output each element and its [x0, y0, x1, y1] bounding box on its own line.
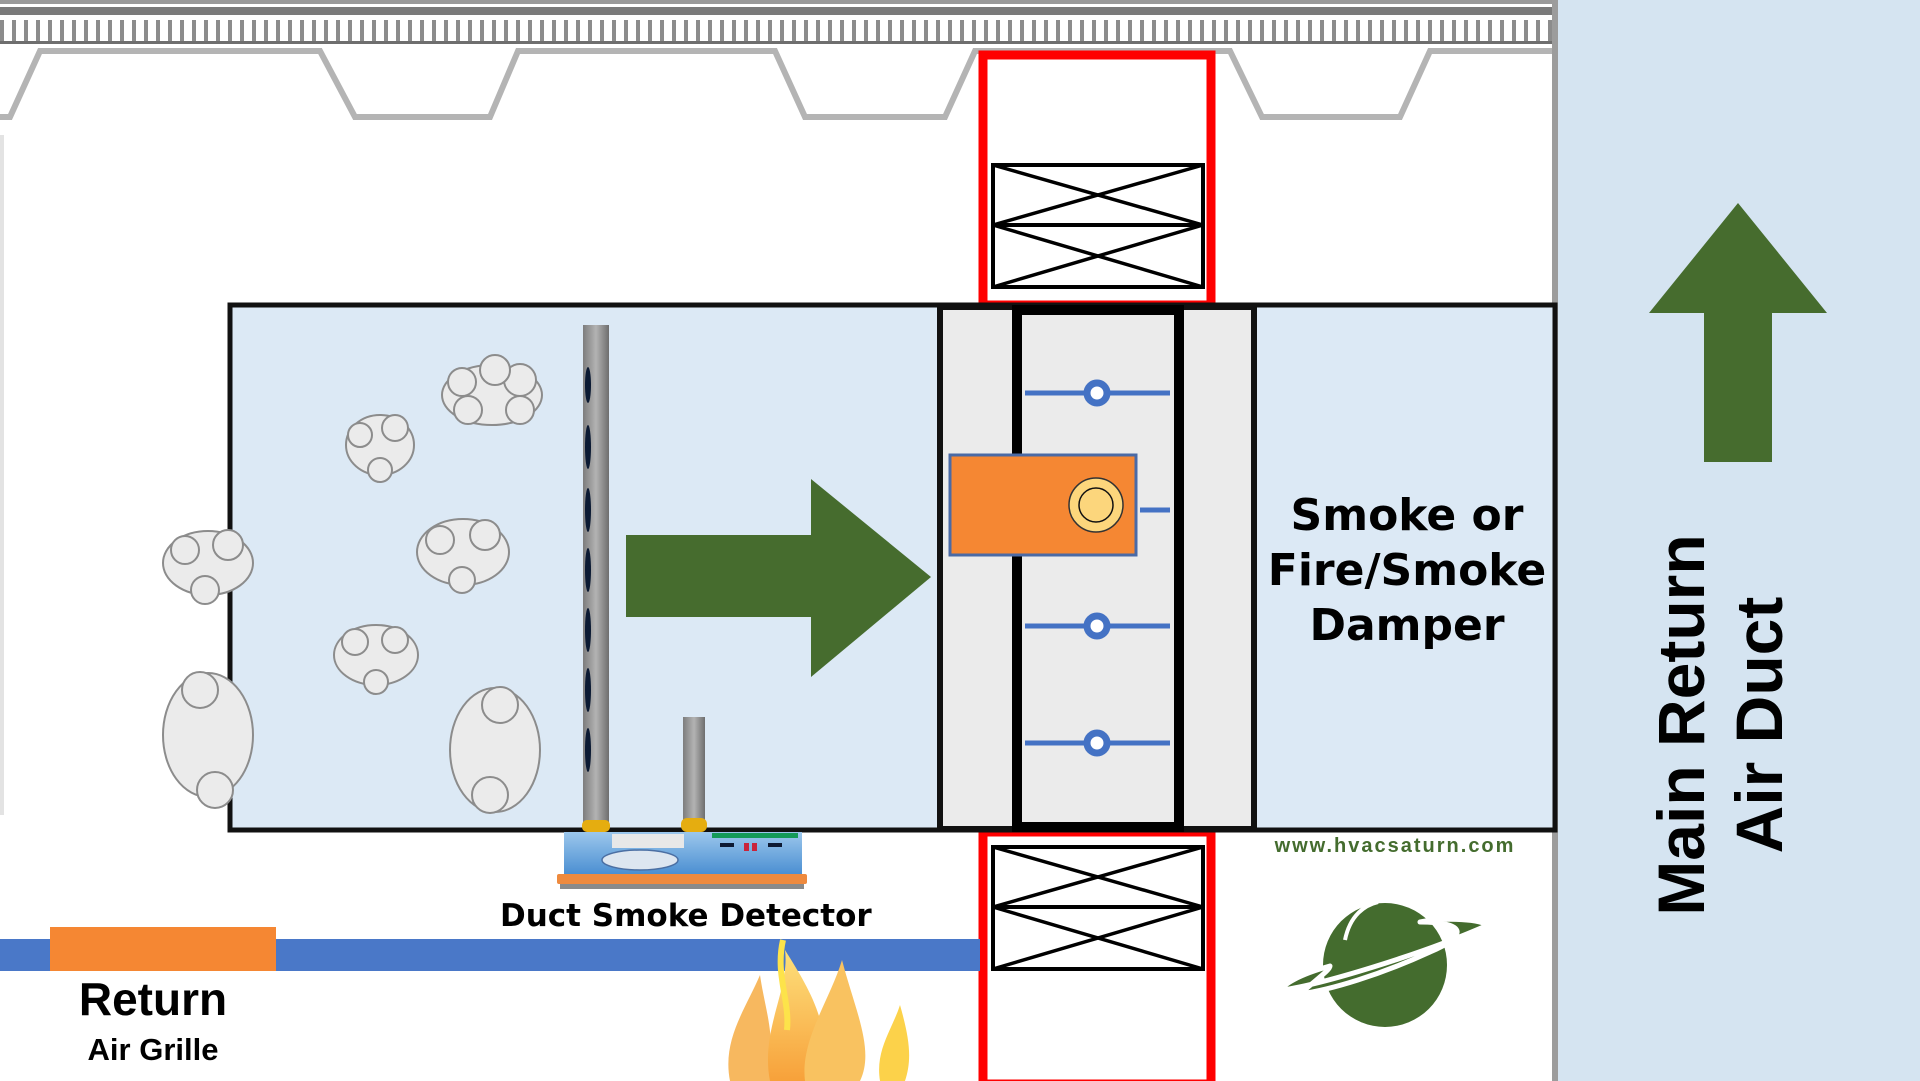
- detector-label-backdrop: [450, 894, 880, 938]
- smoke-cloud-icon: [162, 671, 254, 809]
- main-duct-label-line: Air Duct: [1722, 596, 1796, 854]
- main-duct-label-text: Main Return Air Duct: [1642, 534, 1798, 915]
- website-label: www.hvacsaturn.com: [1274, 835, 1516, 857]
- left-wall-edge: [0, 135, 4, 815]
- sampling-tube: [582, 325, 610, 832]
- smoke-cloud-icon: [449, 686, 541, 814]
- main-duct-label-line: Main Return: [1644, 534, 1718, 916]
- fire-barrier-lower: [978, 827, 1216, 1081]
- duct-smoke-detector: [557, 832, 807, 889]
- damper-label: Smoke or Fire/Smoke Damper: [1262, 488, 1552, 653]
- arrow-right-icon: [626, 479, 931, 677]
- damper-label-line: Damper: [1309, 600, 1505, 651]
- fire-barrier-upper: [978, 50, 1216, 310]
- damper-actuator: [948, 453, 1138, 557]
- air-grille-label: Air Grille: [87, 1032, 219, 1067]
- smoke-cloud-icon: [162, 529, 254, 605]
- arrow-up-icon: [1649, 203, 1827, 462]
- damper-label-line: Smoke or: [1290, 490, 1524, 541]
- exhaust-tube: [681, 717, 707, 832]
- deck-profile: [0, 48, 1555, 120]
- smoke-cloud-icon: [333, 624, 419, 695]
- ceiling-deck: [0, 0, 1555, 120]
- return-label: Return: [78, 973, 228, 1025]
- saturn-planet-icon: [1279, 900, 1491, 1027]
- return-air-grille: [50, 927, 276, 971]
- smoke-clouds: [162, 354, 543, 814]
- smoke-damper: [937, 304, 1257, 832]
- flame-icon: [728, 939, 910, 1081]
- damper-label-line: Fire/Smoke: [1267, 545, 1547, 596]
- detector-label: Duct Smoke Detector: [500, 898, 872, 934]
- smoke-cloud-icon: [345, 414, 415, 483]
- main-return-duct-panel: [1555, 0, 1920, 1081]
- main-duct-label: Main Return Air Duct: [1600, 515, 1840, 935]
- smoke-cloud-icon: [416, 518, 510, 594]
- damper-blades: [1025, 379, 1170, 757]
- smoke-cloud-icon: [441, 354, 543, 426]
